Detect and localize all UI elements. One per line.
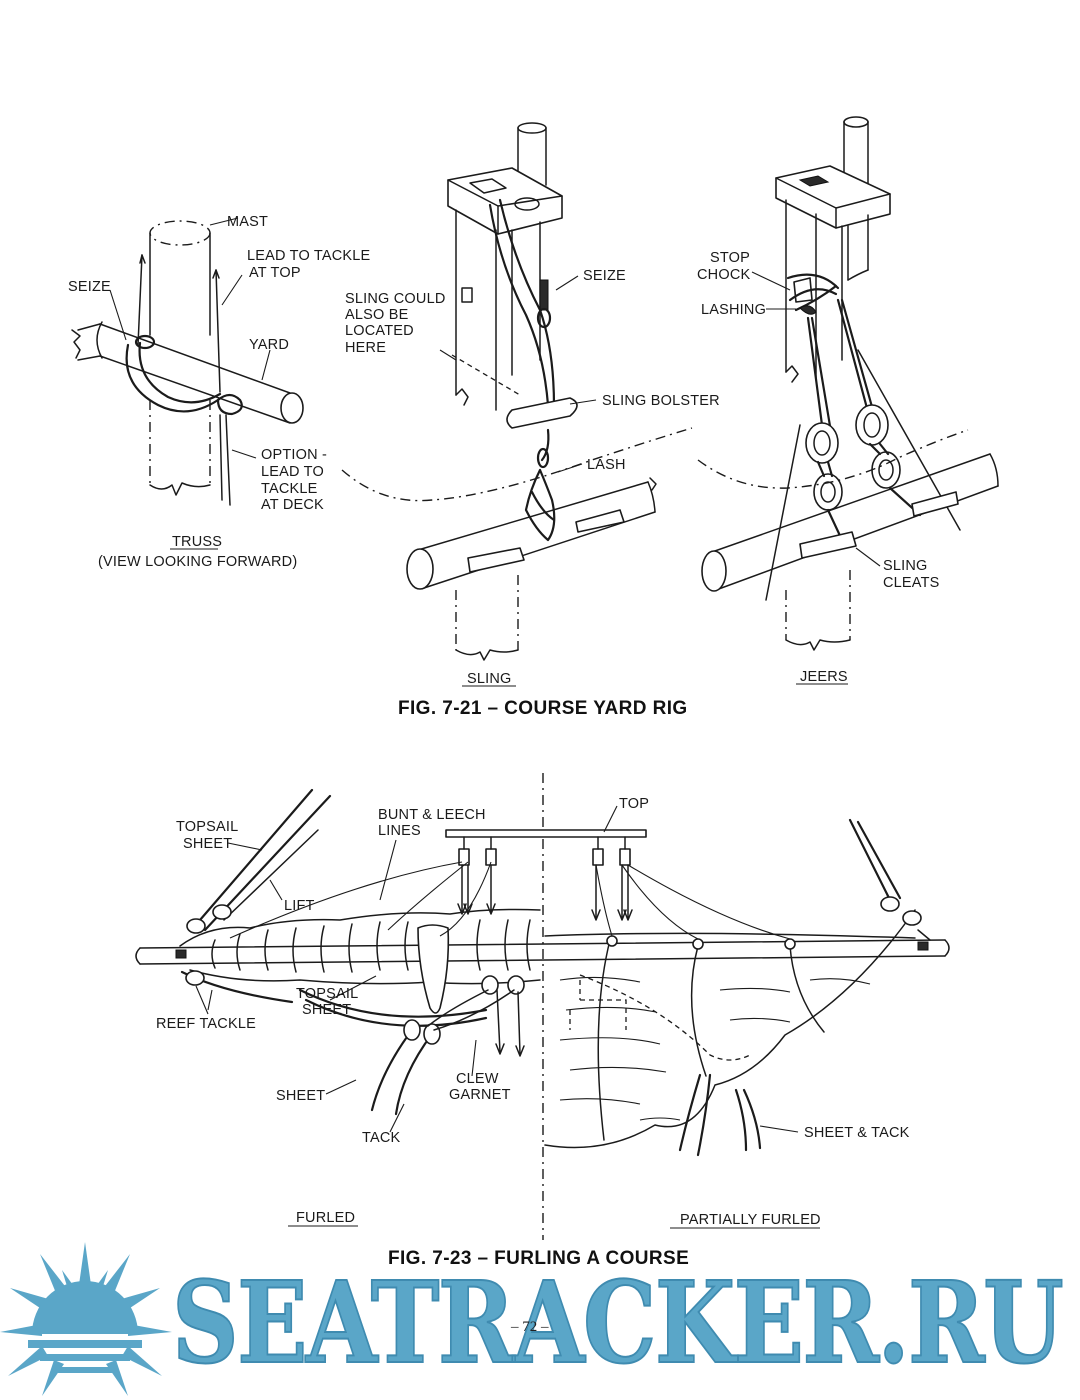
jeers-stop-label-1: STOP <box>710 250 750 266</box>
furling-clew-label-1: CLEW <box>456 1071 499 1087</box>
truss-lead-top-label-2: AT TOP <box>249 265 301 281</box>
furling-drawing <box>135 773 950 1240</box>
watermark-text: SEATRACKER.RU <box>172 1258 1062 1389</box>
fig-7-23-caption: FIG. 7-23 – FURLING A COURSE <box>388 1248 689 1269</box>
truss-mast-label: MAST <box>227 214 268 230</box>
sling-could-label-2: ALSO BE <box>345 307 409 323</box>
furling-clew-label-2: GARNET <box>449 1087 511 1103</box>
furling-sheet-tack-label: SHEET & TACK <box>804 1125 910 1141</box>
sling-could-label-3: LOCATED <box>345 323 414 339</box>
partially-furled-title: PARTIALLY FURLED <box>680 1212 821 1228</box>
furling-bunt-label-1: BUNT & LEECH <box>378 807 486 823</box>
jeers-lashing-label: LASHING <box>701 302 766 318</box>
furling-topsail-sheet-label-1: TOPSAIL <box>176 819 238 835</box>
jeers-title: JEERS <box>800 669 848 685</box>
truss-option-label-4: AT DECK <box>261 497 324 513</box>
truss-seize-label: SEIZE <box>68 279 111 295</box>
truss-option-label-2: LEAD TO <box>261 464 324 480</box>
sling-could-label-4: HERE <box>345 340 386 356</box>
sling-lash-label: LASH <box>587 457 626 473</box>
truss-title: TRUSS <box>172 534 222 550</box>
sling-seize-label: SEIZE <box>583 268 626 284</box>
sling-could-label-1: SLING COULD <box>345 291 446 307</box>
truss-lead-top-label-1: LEAD TO TACKLE <box>247 248 371 264</box>
furling-topsail-sheet-b-label-2: SHEET <box>302 1002 351 1018</box>
jeers-cleats-label-1: SLING <box>883 558 928 574</box>
jeers-cleats-label-2: CLEATS <box>883 575 940 591</box>
furling-topsail-sheet-label-2: SHEET <box>183 836 232 852</box>
truss-drawing <box>71 217 304 506</box>
truss-subtitle: (VIEW LOOKING FORWARD) <box>98 554 297 570</box>
truss-option-label-1: OPTION - <box>261 447 327 463</box>
page-number: – 72 – <box>510 1319 549 1335</box>
jeers-drawing <box>697 116 999 651</box>
furling-reef-tackle-label: REEF TACKLE <box>156 1016 256 1032</box>
jeers-stop-label-2: CHOCK <box>697 267 750 283</box>
furled-title: FURLED <box>296 1210 355 1226</box>
truss-yard-label: YARD <box>249 337 289 353</box>
furling-topsail-sheet-b-label-1: TOPSAIL <box>296 986 358 1002</box>
furling-lift-label: LIFT <box>284 898 315 914</box>
sling-bolster-label: SLING BOLSTER <box>602 393 720 409</box>
fig-7-21-caption: FIG. 7-21 – COURSE YARD RIG <box>398 698 688 719</box>
sun-burst-icon <box>0 1242 172 1396</box>
furling-bunt-label-2: LINES <box>378 823 421 839</box>
furling-tack-label: TACK <box>362 1130 401 1146</box>
truss-option-label-3: TACKLE <box>261 481 318 497</box>
sling-title: SLING <box>467 671 512 687</box>
furling-top-label: TOP <box>619 796 649 812</box>
furling-sheet-label: SHEET <box>276 1088 325 1104</box>
sling-drawing <box>341 122 693 661</box>
